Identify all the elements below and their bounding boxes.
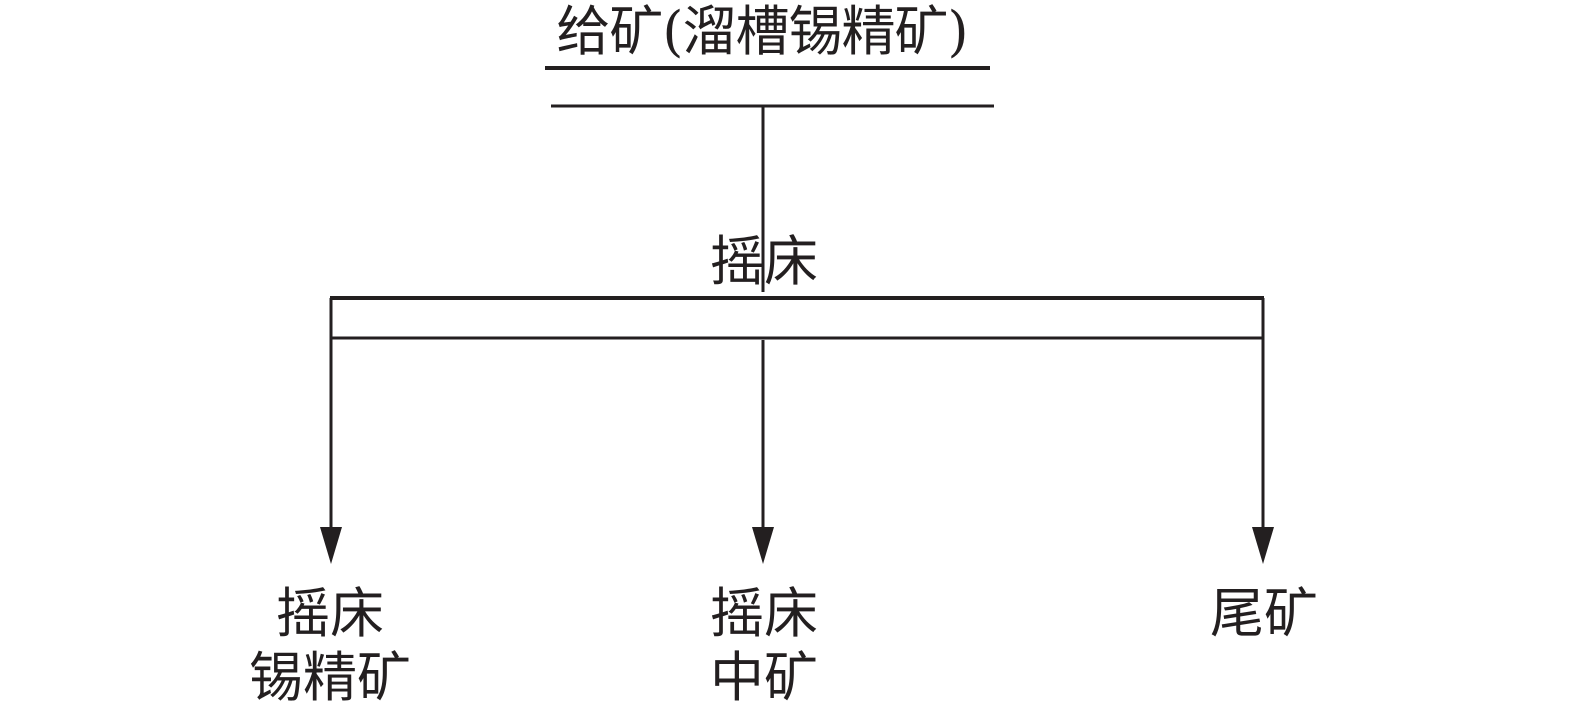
feed-label: 给矿(溜槽锡精矿) (556, 0, 968, 63)
arrow-head-concentrate (320, 527, 342, 564)
arrow-head-tailing (1252, 527, 1274, 564)
product-label-tin-concentrate: 摇床 锡精矿 (200, 582, 460, 710)
product-label-line1: 摇床 (276, 582, 384, 645)
arrow-head-middling (752, 527, 774, 564)
product-label-line1: 摇床 (710, 582, 818, 645)
product-label-line2: 锡精矿 (249, 646, 411, 709)
product-label-middling: 摇床 中矿 (634, 582, 894, 710)
process-label-shaking-table: 摇床 (710, 230, 818, 293)
product-label-line1: 尾矿 (1210, 582, 1318, 645)
product-label-line2: 中矿 (710, 646, 818, 709)
product-label-tailing: 尾矿 (1134, 582, 1394, 646)
